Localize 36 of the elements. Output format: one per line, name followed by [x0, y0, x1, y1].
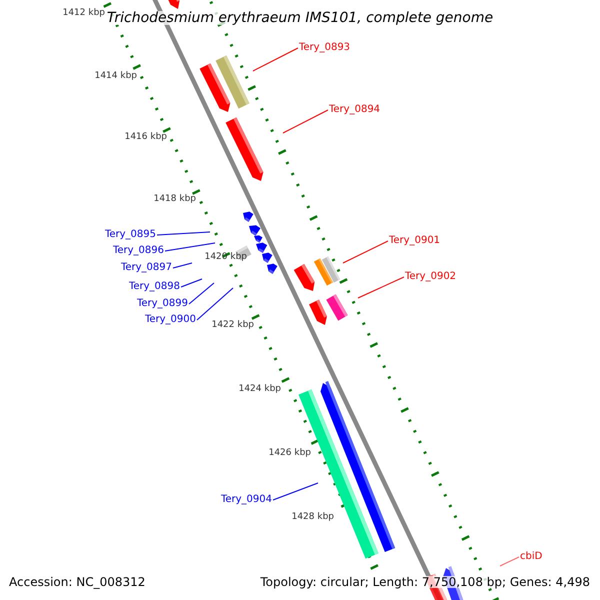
leader-line [342, 240, 388, 264]
tick-label: 1414 kbp [94, 72, 137, 80]
title: Trichodesmium erythraeum IMS101, complete genome [106, 11, 494, 25]
leader-line [282, 110, 328, 134]
tick-label: 1426 kbp [268, 448, 311, 458]
gene-label: Tery_0902 [405, 272, 456, 282]
leader-line [156, 232, 210, 236]
gene-label: Tery_0899 [136, 299, 188, 309]
leader-line [272, 482, 318, 500]
tick-label: 1428 kbp [292, 512, 334, 522]
gene-label: cbiD [520, 552, 542, 562]
gene-label: Tery_0904 [220, 495, 272, 505]
leader-line [252, 48, 298, 72]
tick-label: 1416 kbp [124, 132, 167, 142]
leader-line [196, 288, 234, 320]
leader-line [358, 276, 404, 298]
leader-line [188, 282, 214, 304]
tick-label: 1422 kbp [212, 320, 254, 330]
gene-label: Tery_0900 [144, 315, 196, 325]
leader-line [500, 556, 520, 566]
footer-text: Accession: NC_008312 [9, 576, 146, 588]
tick-label: 1424 kbp [238, 384, 281, 394]
footer-text: Topology: circular; Length: 7,750,108 bp; Genes: 4,498 [260, 576, 590, 588]
gene-label: Tery_0893 [299, 43, 350, 53]
gene-label: Tery_0896 [112, 246, 164, 256]
tick-label: 1418 kbp [154, 194, 196, 204]
gene-label: Tery_0894 [329, 105, 380, 115]
leader-line [172, 262, 192, 268]
gene-label: Tery_0901 [389, 236, 440, 246]
leader-line [164, 242, 216, 252]
tick-label: 1412 kbp [62, 8, 105, 18]
tick-label: 1420 kbp [204, 252, 247, 262]
gene-label: Tery_0895 [104, 230, 156, 240]
leader-line [180, 278, 202, 288]
gene-label: Tery_0897 [120, 263, 172, 273]
gene-label: Tery_0898 [128, 282, 180, 292]
